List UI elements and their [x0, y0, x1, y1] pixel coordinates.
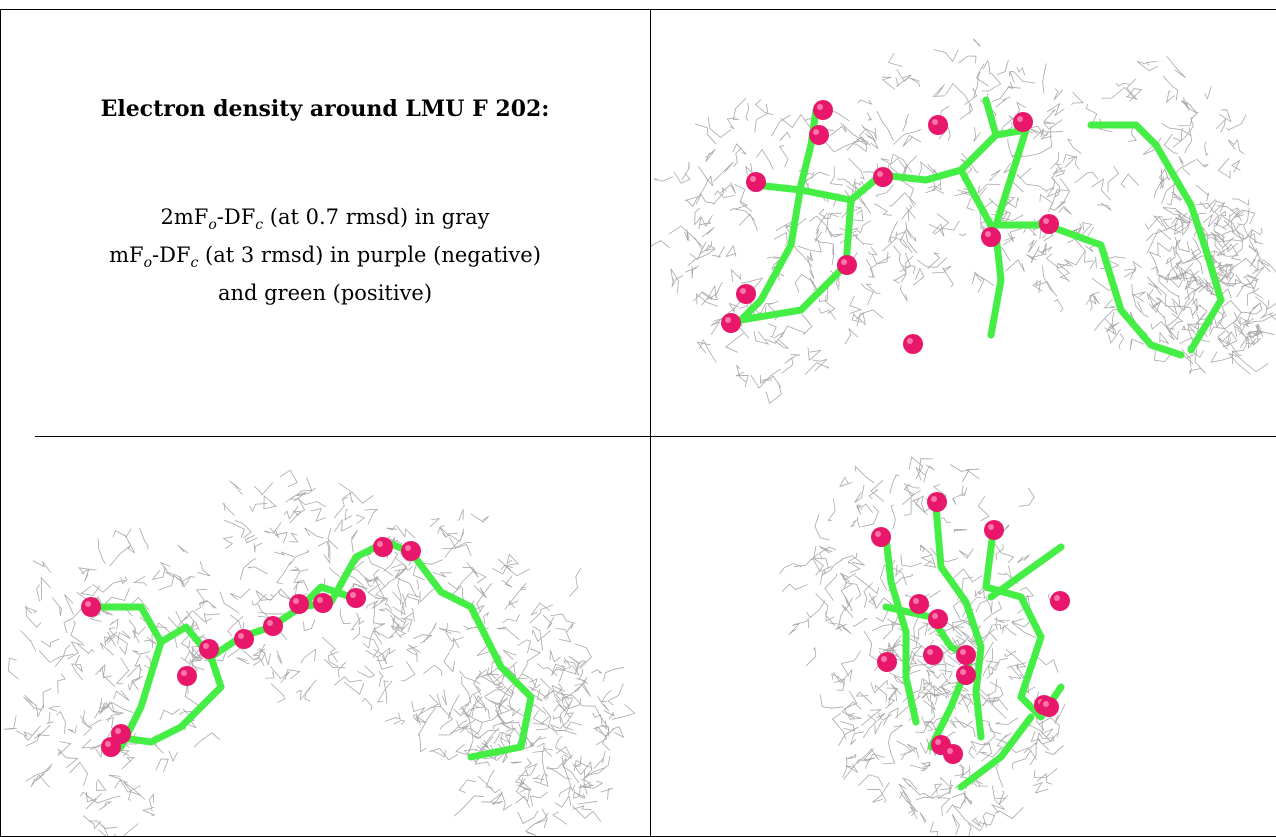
- legend-line-2fofc: 2mFo-DFc (at 0.7 rmsd) in gray: [160, 205, 490, 234]
- oxygen-atom: [928, 115, 948, 135]
- oxygen-atoms: [871, 492, 1070, 764]
- figure-title: Electron density around LMU F 202:: [100, 96, 550, 122]
- oxygen-atom: [984, 520, 1004, 540]
- oxygen-atom: [746, 172, 766, 192]
- panel-top-right: [651, 10, 1276, 436]
- oxygen-atom: [903, 334, 923, 354]
- oxygen-atom: [177, 666, 197, 686]
- oxygen-atom: [263, 616, 283, 636]
- oxygen-atom: [373, 537, 393, 557]
- table-top-border: [0, 9, 1276, 10]
- oxygen-atom: [909, 594, 929, 614]
- density-view-top-right: [651, 38, 1276, 405]
- oxygen-atom: [871, 527, 891, 547]
- oxygen-atom: [401, 541, 421, 561]
- oxygen-atom: [346, 588, 366, 608]
- oxygen-atom: [81, 597, 101, 617]
- oxygen-atom: [809, 125, 829, 145]
- density-mesh: [3, 469, 636, 836]
- density-view-bottom-left: [3, 469, 636, 836]
- oxygen-atom: [1013, 112, 1033, 132]
- oxygen-atom: [877, 652, 897, 672]
- density-view-bottom-right: [779, 456, 1070, 836]
- oxygen-atom: [234, 629, 254, 649]
- legend-text: 2mFo-DFc (at 0.7 rmsd) in gray mFo-DFc (…: [0, 202, 650, 308]
- oxygen-atoms: [721, 100, 1059, 354]
- oxygen-atom: [289, 594, 309, 614]
- oxygen-atom: [956, 665, 976, 685]
- table-middle-border: [35, 436, 1276, 437]
- oxygen-atom: [923, 645, 943, 665]
- oxygen-atom: [927, 492, 947, 512]
- oxygen-atoms: [81, 537, 421, 757]
- legend-cell: Electron density around LMU F 202: 2mFo-…: [0, 0, 650, 436]
- density-mesh: [651, 38, 1276, 405]
- oxygen-atom: [736, 284, 756, 304]
- density-mesh: [779, 456, 1066, 836]
- table-left-border: [0, 9, 1, 837]
- panel-bottom-left: [1, 437, 650, 836]
- oxygen-atom: [928, 609, 948, 629]
- oxygen-atom: [1039, 697, 1059, 717]
- oxygen-atom: [199, 639, 219, 659]
- oxygen-atom: [813, 100, 833, 120]
- oxygen-atom: [956, 645, 976, 665]
- oxygen-atom: [721, 313, 741, 333]
- legend-line-colors: and green (positive): [217, 281, 433, 306]
- oxygen-atom: [943, 744, 963, 764]
- oxygen-atom: [313, 593, 333, 613]
- oxygen-atom: [981, 227, 1001, 247]
- oxygen-atom: [873, 167, 893, 187]
- oxygen-atom: [837, 255, 857, 275]
- legend-line-fofc: mFo-DFc (at 3 rmsd) in purple (negative): [109, 243, 541, 272]
- oxygen-atom: [1050, 591, 1070, 611]
- panel-bottom-right: [651, 437, 1276, 836]
- table-center-border: [650, 9, 651, 837]
- oxygen-atom: [101, 737, 121, 757]
- oxygen-atom: [1039, 214, 1059, 234]
